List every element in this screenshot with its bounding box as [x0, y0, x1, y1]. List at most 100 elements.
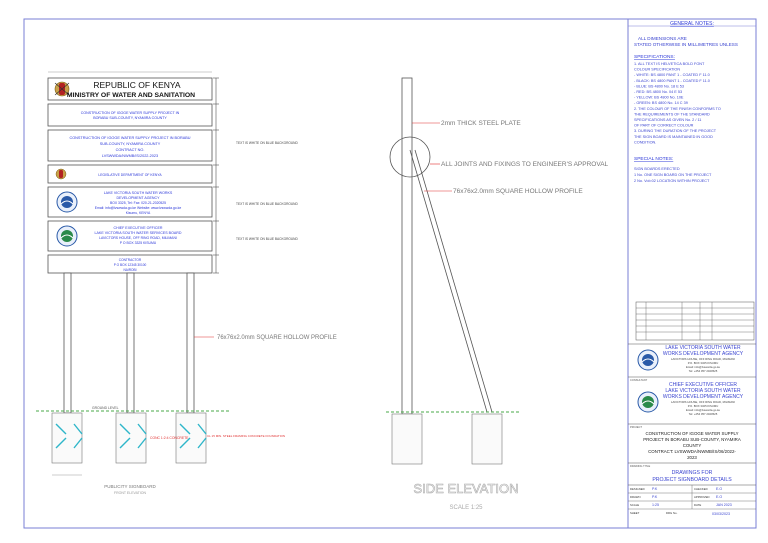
sign-officer-line2: LAKE VICTORIA SOUTH WATER SERVICES BOARD: [95, 231, 182, 235]
spec-line-11: SPECIFICATIONS AS GIVEN No. 2 / 11: [634, 118, 701, 122]
ceo-line4: LAVICTORS HOUSE, OFF RING ROAD, MILIMANI: [671, 400, 735, 404]
sign-agency-line1: LAKE VICTORIA SOUTH WATER WORKS: [104, 191, 173, 195]
client-line1: LAKE VICTORIA SOUTH WATER: [665, 345, 741, 351]
sign-contract-line3: CONTRACT NO.: [116, 148, 145, 152]
lvswwda-logo-icon: [56, 191, 78, 213]
spec-line-12: OF PART OF CORRECT COLOUR: [634, 124, 694, 128]
side-elevation-title: SIDE ELEVATION: [414, 481, 519, 496]
sign-officer-line3: LAVICTORS HOUSE, OFF RING ROAD, MILIMANI: [99, 236, 177, 240]
title-block: LAKE VICTORIA SOUTH WATER WORKS DEVELOPM…: [628, 301, 756, 516]
approved-label: APPROVED: [694, 495, 710, 499]
footing-label: CL 15 MIN. STEEL FRAMING CONCRETE FOUNDA…: [207, 434, 285, 438]
ceo-line6: Email: info@lvswwda.go.ke: [686, 408, 721, 412]
spec-line-4: - BLACK: BS 4800 PANT 1 - COATED F 11.0: [634, 79, 710, 83]
concrete-label: CONC 1:2:4 CONCRETE: [150, 436, 189, 440]
special-notes-heading: SPECIAL NOTES:: [634, 156, 673, 162]
sign-agency-line3: BOX 3325, Tel: Fax: 020-21-2020525: [110, 201, 166, 205]
notes-panel: GENERAL NOTES: ALL DIMENSIONS ARE STATED…: [628, 21, 756, 183]
foundation-rebar-marks: [55, 423, 207, 449]
tb-project-line4: CONTRACT: LVSWWDA/NWMB/IS/06/2022-: [648, 449, 736, 454]
ceo-line1: CHIEF EXECUTIVE OFFICER: [669, 382, 737, 388]
sign-contract-line1: CONSTRUCTION OF IGOGE WATER SUPPLY PROJE…: [69, 136, 190, 140]
sign-foundations: [51, 412, 207, 464]
sign-project-line1: CONSTRUCTION OF IGOGE WATER SUPPLY PROJE…: [81, 111, 180, 115]
sign-agency-line4: Email: info@lvswwda.go.ke Website: www.l…: [95, 206, 182, 210]
spec-line-8: - GREEN: BS 4800 No. 14 C 39: [634, 101, 688, 105]
tb-project-line2: PROJECT IN BORABU SUB-COUNTY, NYAMIRA: [643, 437, 741, 442]
client-line2: WORKS DEVELOPMENT AGENCY: [663, 351, 744, 357]
publicity-signboard: REPUBLIC OF KENYA MINISTRY OF WATER AND …: [36, 71, 337, 495]
drawing-title-line1: DRAWINGS FOR: [672, 470, 713, 476]
approved-value: E.O: [716, 495, 722, 499]
tb-project-line3: COUNTY: [683, 443, 702, 448]
checked-label: CHECKED: [694, 487, 708, 491]
spec-line-1: 1. ALL TEXT IS HELVETICA BOLD FONT: [634, 62, 705, 66]
ceo-line3: WORKS DEVELOPMENT AGENCY: [663, 394, 744, 400]
sign-agency-line2: DEVELOPMENT AGENCY: [116, 196, 160, 200]
tb-project-line5: 2023: [687, 455, 697, 460]
sign-officer-line4: P O BOX 3325 KISUMU: [120, 241, 157, 245]
spec-line-2: COLOUR SPECIFICATION: [634, 68, 680, 72]
plate-label: 2mm THICK STEEL PLATE: [441, 120, 521, 127]
front-post-label: 76x76x2.0mm SQUARE HOLLOW PROFILE: [217, 335, 337, 341]
special-line-3: 2 No. Vol=02 LOCATION WITHIN PROJECT: [634, 179, 710, 183]
scale-label: SCALE: [630, 503, 639, 507]
kenya-coat-of-arms-icon: [54, 81, 70, 97]
consultant-logo-icon: [637, 391, 659, 413]
sign-agency-line5: Kisumu, KENYA: [126, 211, 151, 215]
sign-posts: [63, 272, 195, 414]
sign-contract-panel: [47, 129, 213, 162]
special-line-2: 1 No. ONE SIGN BOARD ON THE PROJECT: [634, 173, 712, 177]
spec-line-13: 3. DURING THE DURATION OF THE PROJECT: [634, 129, 717, 133]
spec-line-10: THE REQUIREMENTS OF THE STANDARD: [634, 112, 710, 116]
side-profile-label: 76x76x2.0mm SQUARE HOLLOW PROFILE: [453, 188, 583, 195]
side-strut-foundation: [471, 413, 503, 465]
designed-label: DESIGNED: [630, 487, 645, 491]
general-notes-heading: GENERAL NOTES:: [670, 21, 714, 27]
client-line6: Tel: +254 057 2020525: [689, 369, 718, 373]
spec-line-6: - RED: BS 4800 No. 04 E 53: [634, 90, 682, 94]
department-emblem-icon: [55, 168, 67, 180]
sign-contract-line2: SUB-COUNTY, NYAMIRA COUNTY: [100, 142, 161, 146]
drawn-label: DRAWN: [630, 495, 640, 499]
note-white-text-2: TEXT IS WHITE ON BLUE BACKGROUND: [236, 202, 298, 206]
scale-value: 1:25: [652, 503, 659, 507]
sign-title: REPUBLIC OF KENYA: [93, 80, 181, 90]
spec-line-5: - BLUE: BS 4800 No. 18 E 53: [634, 84, 684, 88]
project-heading: PROJECT: [630, 425, 643, 429]
front-caption-scale: FRONT ELEVATION: [114, 491, 147, 495]
sign-contractor-line3: NAIROBI: [123, 268, 136, 272]
special-notes-lines: SIGN BOARDS ERECTED 1 No. ONE SIGN BOARD …: [634, 167, 712, 183]
client-line3: LAVICTORS HOUSE, OFF RING ROAD, MILIMANI: [671, 357, 735, 361]
designed-value: P.K: [652, 487, 658, 491]
drg-value: 03/03/2023: [712, 512, 730, 516]
sheet-label: SHEET: [630, 511, 640, 515]
sign-department-panel: [47, 164, 213, 184]
note-white-text-1: TEXT IS WHITE ON BLUE BACKGROUND: [236, 141, 298, 145]
sign-department-text: LEGISLATIVE DEPARTMENT OF KENYA: [98, 173, 162, 177]
sign-contractor-line1: CONTRACTOR: [119, 258, 142, 262]
notes-intro-line2: STATED OTHERWISE IN MILLIMETRES UNLESS: [634, 42, 738, 47]
ceo-line7: Tel: +254 057 2020525: [689, 412, 718, 416]
spec-line-3: - WHITE: BS 4800 PANT 1 - COATED F 11.0: [634, 73, 710, 77]
lvswsb-logo-icon: [56, 225, 78, 247]
client-line5: Email: info@lvswwda.go.ke: [686, 365, 721, 369]
notes-intro-line1: ALL DIMENSIONS ARE: [638, 36, 687, 41]
side-post: [401, 77, 413, 415]
ceo-line2: LAKE VICTORIA SOUTH WATER: [665, 388, 741, 394]
sign-header-panel: [47, 77, 213, 101]
sign-subtitle: MINISTRY OF WATER AND SANITATION: [67, 92, 195, 99]
sign-contract-line4: LVSWWDA/NWMB/IS/2022-2023: [102, 154, 158, 158]
sign-officer-line1: CHIEF EXECUTIVE OFFICER: [114, 226, 163, 230]
drawn-value: P.K: [652, 495, 658, 499]
sign-project-panel: [47, 103, 213, 127]
side-elevation-scale: SCALE 1:25: [449, 505, 483, 511]
special-line-1: SIGN BOARDS ERECTED: [634, 167, 680, 171]
drawing-title-heading: DRAWING TITLE: [630, 464, 650, 468]
side-strut-right: [414, 149, 493, 413]
ceo-line5: P.O. BOX 3325 KISUMU: [688, 404, 719, 408]
spec-line-9: 2. THE COLOUR OF THE FINISH CONFORMS TO: [634, 107, 721, 111]
checked-value: E.O: [716, 487, 722, 491]
tb-project-line1: CONSTRUCTION OF IGOGE WATER SUPPLY: [645, 431, 738, 436]
spec-line-7: - YELLOW: BS 4800 No. 10E: [634, 96, 684, 100]
